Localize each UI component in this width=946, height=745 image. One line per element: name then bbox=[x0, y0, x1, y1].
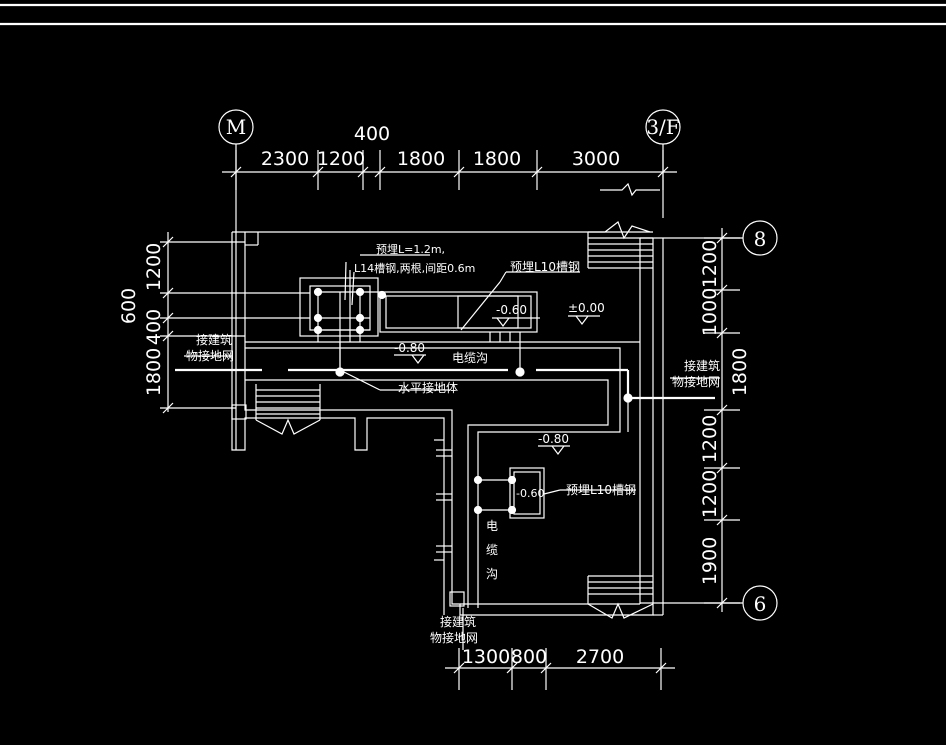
ground-body-label: 水平接地体 bbox=[398, 380, 458, 395]
axis-label-m: M bbox=[226, 115, 246, 139]
stairs-top-right bbox=[587, 221, 653, 269]
equipment-frame-top bbox=[299, 270, 538, 372]
cable-trench bbox=[245, 341, 640, 608]
cable-trench-vertical-3: 沟 bbox=[486, 567, 498, 581]
top-dim-1800-b: 1800 bbox=[473, 148, 521, 170]
axis-bubble-m: M bbox=[218, 109, 254, 145]
cable-trench-label: 电缆沟 bbox=[452, 351, 488, 365]
break-symbol bbox=[600, 182, 660, 197]
cable-trench-vertical-2: 缆 bbox=[486, 543, 498, 557]
level-label-080-top: -0.80 bbox=[394, 341, 425, 355]
level-label-000: ±0.00 bbox=[568, 301, 605, 315]
embed-note-line2: L14槽钢,两根,间距0.6m bbox=[354, 261, 475, 275]
note-leaders bbox=[184, 254, 720, 491]
bottom-dim-1300: 1300 bbox=[462, 646, 510, 668]
equipment-frame-bottom bbox=[473, 467, 561, 519]
embed-channel-label-right: 预埋L10槽钢 bbox=[566, 483, 636, 497]
right-ground-label-2: 物接地网 bbox=[672, 374, 720, 389]
axis-bubble-8: 8 bbox=[742, 220, 778, 256]
right-dim-1200-a: 1200 bbox=[699, 240, 721, 288]
top-dim-total: 400 bbox=[354, 123, 390, 145]
bottom-ground-label-1: 接建筑 bbox=[440, 614, 476, 629]
top-dim-2300: 2300 bbox=[261, 148, 309, 170]
axis-bubble-6: 6 bbox=[742, 585, 778, 621]
right-dim-1200-b: 1200 bbox=[699, 415, 721, 463]
top-dim-1200: 1200 bbox=[317, 148, 365, 170]
left-dim-400: 400 bbox=[143, 309, 165, 345]
stairs-left bbox=[255, 384, 321, 435]
left-dim-1800: 1800 bbox=[143, 348, 165, 396]
axis-bubble-3f: 3/F bbox=[645, 109, 681, 145]
axis-label-6: 6 bbox=[754, 592, 767, 616]
left-dim-600: 600 bbox=[118, 288, 140, 324]
right-dim-1200-c: 1200 bbox=[699, 470, 721, 518]
left-ground-label-1: 接建筑 bbox=[196, 332, 232, 347]
bottom-dimension-chain: 1300 800 2700 bbox=[445, 646, 675, 690]
embed-note-line1: 预埋L=1.2m, bbox=[376, 243, 445, 256]
level-label-060-top: -0.60 bbox=[496, 303, 527, 317]
building-outline bbox=[231, 231, 664, 616]
embed-channel-label-top: 预埋L10槽钢 bbox=[510, 260, 580, 274]
left-dim-1200: 1200 bbox=[143, 243, 165, 291]
left-dimension-chain: 1200 600 400 1800 bbox=[118, 232, 310, 414]
top-dim-3000: 3000 bbox=[572, 148, 620, 170]
level-label-060-right: -0.60 bbox=[516, 487, 544, 500]
cable-trench-vertical-1: 电 bbox=[486, 519, 498, 533]
bottom-dim-2700: 2700 bbox=[576, 646, 624, 668]
right-ground-label-1: 接建筑 bbox=[684, 358, 720, 373]
axis-label-8: 8 bbox=[754, 227, 767, 251]
right-dimension-chain: 1200 1000 1800 1200 1200 1900 bbox=[699, 228, 751, 612]
left-ground-label-2: 物接地网 bbox=[186, 348, 234, 363]
stairs-bottom-right bbox=[587, 575, 654, 619]
ground-conductor bbox=[175, 342, 715, 650]
level-markers bbox=[394, 315, 600, 455]
axis-label-3f: 3/F bbox=[646, 115, 679, 139]
wall-ticks bbox=[434, 439, 452, 561]
right-dim-1000: 1000 bbox=[699, 288, 721, 336]
bottom-ground-label-2: 物接地网 bbox=[430, 630, 478, 645]
top-dim-1800-a: 1800 bbox=[397, 148, 445, 170]
top-dimension-chain: 400 2300 1200 1800 1800 3000 bbox=[222, 123, 677, 190]
right-dim-1800: 1800 bbox=[729, 348, 751, 396]
level-label-080-right: -0.80 bbox=[538, 432, 569, 446]
bottom-dim-800: 800 bbox=[511, 646, 547, 668]
right-dim-1900: 1900 bbox=[699, 537, 721, 585]
